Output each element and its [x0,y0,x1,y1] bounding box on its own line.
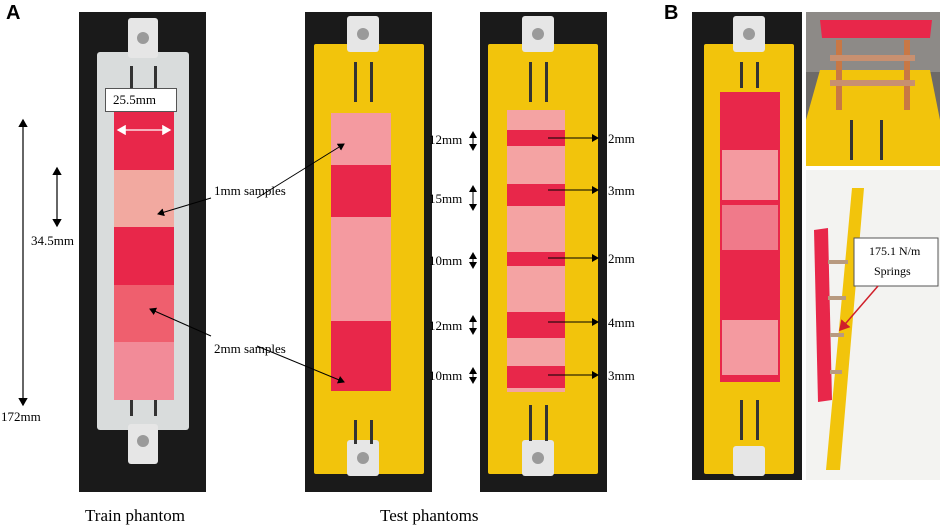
sample-1mm-upper [114,170,174,227]
springs-label-box [853,237,939,287]
springs-stiffness-label: 175.1 N/m [869,244,921,258]
length-label: 172mm [1,409,41,424]
gap-label-1: 12mm [429,132,463,147]
test-phantom-1 [314,16,424,476]
gap-label-5: 10mm [429,368,463,383]
pointer-2mm-train [149,307,212,337]
train-phantom [97,18,189,464]
gap-label-2: 15mm [429,191,463,206]
panel-label-a: A [6,2,21,24]
pointer-1mm-test [256,143,345,199]
gap-label-4: 12mm [429,318,463,333]
thickness-label-5: 3mm [608,368,635,383]
sample-1mm-bottom [114,342,174,400]
sample-2mm-lower [114,285,174,342]
train-phantom-caption: Train phantom [85,506,185,525]
width-label: 25.5mm [113,92,156,107]
spring-phantom-front [704,16,794,476]
pointer-1mm-train [157,197,212,217]
sample-2mm-middle [114,227,174,285]
sample-1mm-label: 1mm samples [214,183,286,198]
gap-label-3: 10mm [429,253,463,268]
springs-label: Springs [874,264,911,278]
height-label: 34.5mm [31,233,74,248]
width-label-box [105,88,177,112]
thickness-label-1: 2mm [608,131,635,146]
spring-phantom-top-view [806,12,940,166]
sample-2mm-top [114,112,174,170]
spring-phantom-side-view [814,188,939,470]
thickness-label-3: 2mm [608,251,635,266]
thickness-label-4: 4mm [608,315,635,330]
springs-pointer-arrow [839,285,879,332]
thickness-label-2: 3mm [608,183,635,198]
test-phantoms-caption: Test phantoms [380,506,479,525]
panel-label-b: B [664,2,679,24]
pointer-2mm-test [256,345,345,384]
test-phantom-2 [488,16,598,476]
sample-2mm-label: 2mm samples [214,341,286,356]
